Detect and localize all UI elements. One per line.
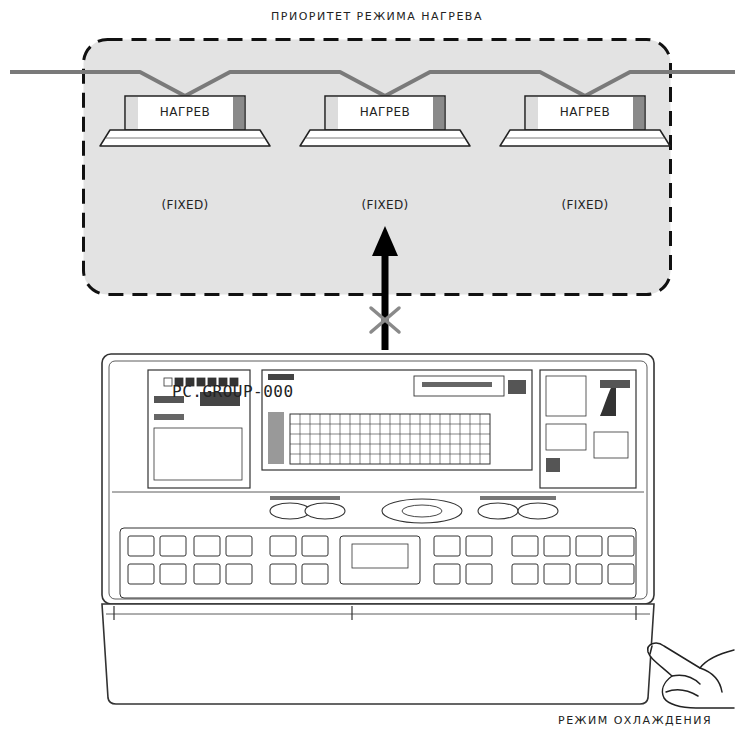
controller-mode-caption: РЕЖИМ ОХЛАЖДЕНИЯ (558, 714, 712, 727)
unit-node: НАГРЕВ (FIXED) (100, 96, 270, 220)
controller-outline (100, 352, 656, 707)
cassette-unit (100, 96, 270, 146)
unit-node: НАГРЕВ (FIXED) (300, 96, 470, 220)
unit-mode-label: НАГРЕВ (325, 105, 445, 119)
display-readout: PC.GROUP-000 (172, 382, 294, 401)
heating-priority-region (84, 40, 671, 295)
controller-node: PC.GROUP-000РЕЖИМ ОХЛАЖДЕНИЯ (100, 352, 656, 707)
unit-fixed-label: (FIXED) (300, 198, 470, 212)
unit-mode-label: НАГРЕВ (125, 105, 245, 119)
remote-controller (102, 354, 654, 704)
unit-node: НАГРЕВ (FIXED) (500, 96, 670, 220)
unit-mode-label: НАГРЕВ (525, 105, 645, 119)
region-heading: ПРИОРИТЕТ РЕЖИМА НАГРЕВА (82, 10, 672, 23)
blocked-cross (371, 308, 399, 332)
unit-fixed-label: (FIXED) (500, 198, 670, 212)
cassette-unit (300, 96, 470, 146)
command-arrow (382, 246, 389, 350)
unit-fixed-label: (FIXED) (100, 198, 270, 212)
region-outline (82, 38, 672, 296)
cassette-unit (500, 96, 670, 146)
region-node: ПРИОРИТЕТ РЕЖИМА НАГРЕВАНАГРЕВ(FIXED)НАГ… (82, 38, 672, 296)
refrigerant-pipe (10, 72, 735, 96)
